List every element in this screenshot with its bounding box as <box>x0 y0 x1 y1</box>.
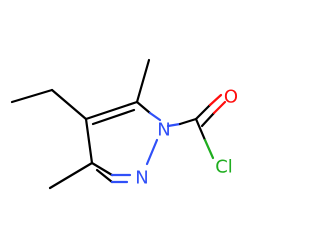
bond-carbonyl-cl <box>194 117 207 142</box>
bond-carbonyl-cl-cl-part <box>203 138 215 160</box>
structure-diagram: N N O Cl <box>10 58 238 190</box>
bond-c4-c5-double <box>91 108 136 126</box>
bond-carbonyl-o <box>194 103 212 121</box>
bond-n1-n2 <box>145 138 159 166</box>
bond-carbonyl-o-o-part <box>208 93 223 107</box>
bond-c4-c3 <box>84 117 94 165</box>
bond-c4-c5 <box>84 100 139 121</box>
bond-ethyl-ch2-c4 <box>50 88 88 121</box>
atom-n2-label: N <box>135 168 148 189</box>
bond-n1-carbonyl-n-part <box>166 122 182 128</box>
atom-o-label: O <box>224 87 238 108</box>
bond-c5-n1-n-part <box>148 111 162 122</box>
bond-c5-n1 <box>135 100 152 115</box>
bond-carbonyl-o-double <box>200 111 216 128</box>
bond-c5-methyl <box>135 58 151 104</box>
atom-cl-label: Cl <box>215 157 233 178</box>
atom-n1-label: N <box>157 120 170 141</box>
bond-n1-carbonyl <box>178 117 198 126</box>
bond-c3-n2-double <box>95 168 114 184</box>
bond-carbonyl-o-double-o-part <box>212 100 227 115</box>
bond-ethyl-ch3-ch2 <box>10 88 54 104</box>
bond-c3-methyl <box>48 161 94 190</box>
bond-c3-n2 <box>90 161 114 177</box>
